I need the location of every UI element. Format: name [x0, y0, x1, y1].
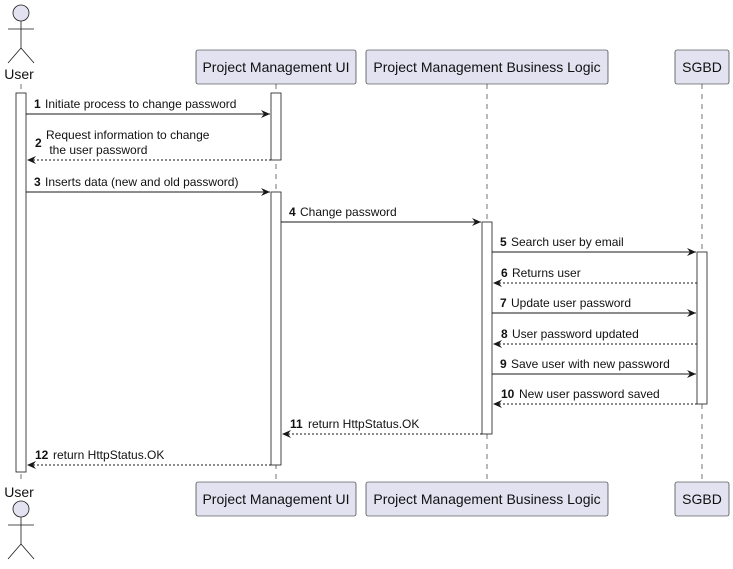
message-number-2: 2: [35, 136, 42, 150]
activation-bar-user-0: [15, 92, 27, 473]
message-label-10-line-1: New user password saved: [519, 387, 660, 401]
participant-box-top-sgbd: SGBD: [674, 49, 730, 85]
message-label-11-line-1: return HttpStatus.OK: [308, 417, 419, 431]
message-number-9: 9: [500, 357, 507, 371]
activation-bar-pmui-1: [270, 92, 282, 161]
participant-label-top-pmui: Project Management UI: [202, 59, 349, 75]
participant-label-bottom-pmbl: Project Management Business Logic: [373, 491, 600, 507]
message-10: 10 New user password saved: [493, 387, 697, 408]
participants-bottom: User Project Management UI Project Managem…: [4, 481, 730, 560]
participant-label-top-user: User: [4, 66, 34, 82]
participant-label-bottom-pmui: Project Management UI: [202, 491, 349, 507]
message-number-6: 6: [501, 266, 508, 280]
message-label-2-line-2: the user password: [46, 143, 147, 157]
activation-bar-pmui-2: [270, 191, 282, 466]
message-12: 12 return HttpStatus.OK: [27, 448, 271, 469]
activation-bar-sgbd-4: [696, 251, 708, 405]
participant-label-bottom-user: User: [4, 484, 34, 500]
participant-label-bottom-sgbd: SGBD: [682, 491, 722, 507]
participant-box-top-pmui: Project Management UI: [195, 49, 357, 85]
message-label-12-line-1: return HttpStatus.OK: [53, 448, 164, 462]
message-6: 6 Returns user: [493, 266, 697, 287]
message-number-11: 11: [290, 417, 303, 431]
message-label-5-line-1: Search user by email: [511, 235, 624, 249]
message-number-12: 12: [35, 448, 49, 462]
participant-label-top-sgbd: SGBD: [682, 59, 722, 75]
activation-bar-pmbl-3: [481, 221, 493, 435]
activation-bars: [15, 92, 708, 473]
message-3: 3 Inserts data (new and old password): [26, 175, 270, 196]
message-5: 5 Search user by email: [492, 235, 696, 256]
message-8: 8 User password updated: [493, 327, 697, 348]
message-label-3-line-1: Inserts data (new and old password): [45, 175, 238, 189]
message-4: 4 Change password: [281, 205, 481, 226]
actor-figure-top: [7, 4, 35, 64]
message-label-6-line-1: Returns user: [512, 266, 581, 280]
message-number-10: 10: [501, 387, 515, 401]
participant-box-bottom-pmui: Project Management UI: [195, 481, 357, 517]
participant-box-bottom-pmbl: Project Management Business Logic: [365, 481, 609, 517]
message-number-3: 3: [34, 175, 41, 189]
message-number-7: 7: [500, 296, 507, 310]
message-9: 9 Save user with new password: [492, 357, 696, 378]
message-label-9-line-1: Save user with new password: [511, 357, 670, 371]
message-label-2-line-1: Request information to change: [46, 128, 210, 142]
message-number-4: 4: [289, 205, 296, 219]
message-label-7-line-1: Update user password: [511, 296, 631, 310]
messages: 1 Initiate process to change password 2 Req…: [26, 97, 697, 469]
message-2: 2 Request information to change the user …: [27, 128, 271, 164]
participant-label-top-pmbl: Project Management Business Logic: [373, 59, 600, 75]
message-1: 1 Initiate process to change password: [26, 97, 270, 118]
actor-figure-bottom: [7, 500, 35, 560]
message-number-8: 8: [501, 327, 508, 341]
message-number-1: 1: [34, 97, 41, 111]
message-11: 11 return HttpStatus.OK: [282, 417, 482, 438]
participant-box-bottom-sgbd: SGBD: [674, 481, 730, 517]
participant-box-top-pmbl: Project Management Business Logic: [365, 49, 609, 85]
message-label-8-line-1: User password updated: [512, 327, 639, 341]
message-number-5: 5: [500, 235, 507, 249]
message-7: 7 Update user password: [492, 296, 696, 317]
participants-top: User Project Management UI Project Managem…: [4, 4, 730, 85]
message-label-1-line-1: Initiate process to change password: [45, 97, 236, 111]
message-label-4-line-1: Change password: [300, 205, 397, 219]
